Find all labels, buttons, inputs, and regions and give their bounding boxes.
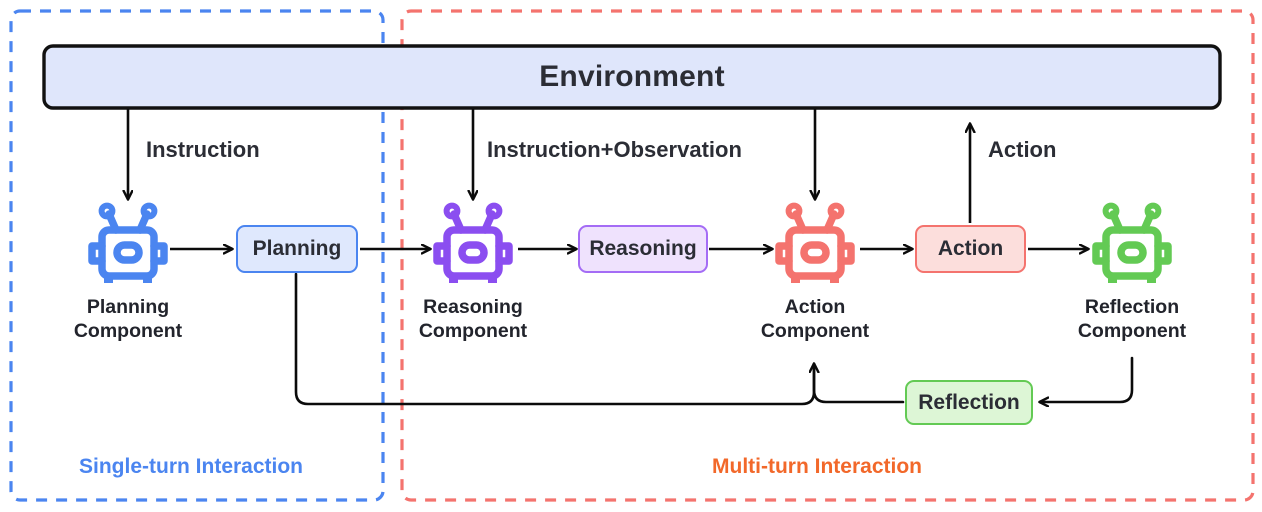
component-label-reflection: Reflection Component bbox=[1032, 296, 1232, 344]
edge-label-instruction-observation: Instruction+Observation bbox=[487, 137, 742, 162]
component-label-planning: Planning Component bbox=[28, 296, 228, 344]
message-box-planning[interactable]: Planning bbox=[236, 225, 358, 273]
component-label-reflection-line2: Component bbox=[1077, 319, 1187, 342]
robot-icon-reflection bbox=[1092, 202, 1172, 283]
zone-single-turn-border bbox=[9, 9, 385, 502]
component-label-planning-line1: Planning bbox=[86, 296, 170, 318]
component-label-reasoning: Reasoning Component bbox=[373, 296, 573, 344]
message-box-action[interactable]: Action bbox=[915, 225, 1026, 273]
component-label-action: Action Component bbox=[715, 296, 915, 344]
robot-icon-reasoning bbox=[433, 202, 513, 283]
arrow-planning-feedback-loop bbox=[294, 272, 816, 406]
zone-multi-turn-border bbox=[400, 9, 1255, 502]
component-label-reflection-line1: Reflection bbox=[1084, 296, 1180, 318]
component-label-planning-line2: Component bbox=[73, 319, 183, 342]
robot-icon-action bbox=[775, 202, 855, 283]
zone-label-multi-turn: Multi-turn Interaction bbox=[712, 455, 922, 478]
component-label-action-line2: Component bbox=[760, 319, 870, 342]
component-label-reasoning-line2: Component bbox=[418, 319, 528, 342]
message-box-reflection[interactable]: Reflection bbox=[905, 380, 1033, 425]
zone-label-single-turn: Single-turn Interaction bbox=[79, 455, 304, 478]
arrow-reflection-msg-to-action-component bbox=[814, 364, 905, 404]
edge-label-instruction: Instruction bbox=[146, 137, 260, 162]
component-label-reasoning-line1: Reasoning bbox=[423, 296, 523, 318]
edge-label-action-up: Action bbox=[988, 137, 1057, 162]
environment-box bbox=[42, 44, 1222, 110]
arrow-reflection-icon-to-msg bbox=[1040, 356, 1134, 402]
robot-icon-planning bbox=[88, 202, 168, 283]
message-box-reasoning[interactable]: Reasoning bbox=[578, 225, 708, 273]
component-label-action-line1: Action bbox=[784, 296, 846, 318]
environment-title: Environment bbox=[539, 60, 725, 93]
